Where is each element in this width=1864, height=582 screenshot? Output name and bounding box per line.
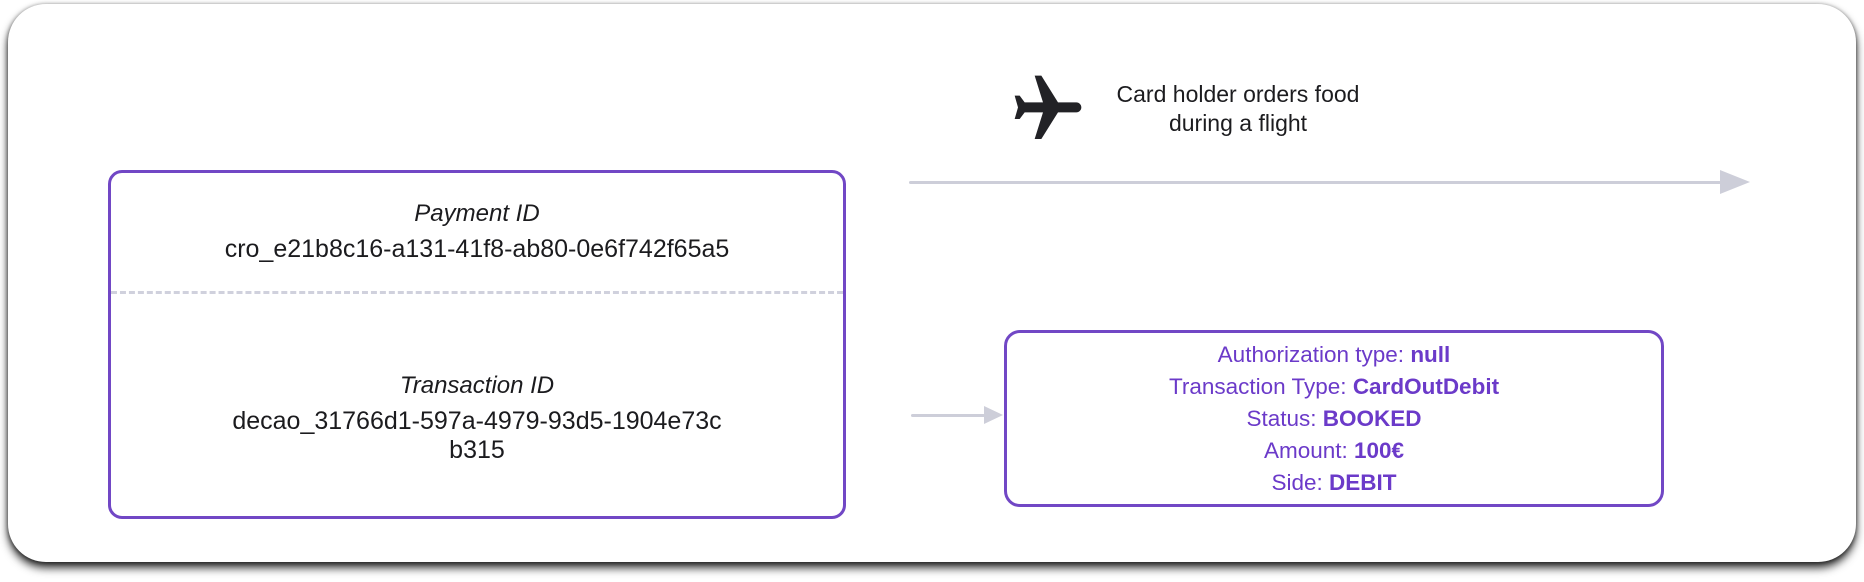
- payment-ids-box: Payment ID cro_e21b8c16-a131-41f8-ab80-0…: [108, 170, 846, 519]
- airplane-icon: [1008, 69, 1088, 149]
- result-transaction-type-value: CardOutDebit: [1352, 373, 1500, 399]
- payment-id-section: Payment ID cro_e21b8c16-a131-41f8-ab80-0…: [111, 173, 843, 291]
- result-side: Side: DEBIT: [1271, 467, 1396, 499]
- transaction-id-value-line2: b315: [449, 435, 505, 464]
- result-status: Status: BOOKED: [1246, 403, 1421, 435]
- transaction-id-value: decao_31766d1-597a-4979-93d5-1904e73c b3…: [232, 407, 721, 465]
- diagram-card: Payment ID cro_e21b8c16-a131-41f8-ab80-0…: [8, 4, 1856, 562]
- flight-caption-line1: Card holder orders food: [1116, 81, 1360, 107]
- payment-id-label: Payment ID: [414, 200, 540, 227]
- flow-arrow-result: [911, 414, 985, 417]
- result-side-label: Side:: [1271, 469, 1323, 495]
- result-status-label: Status:: [1246, 405, 1317, 431]
- result-status-value: BOOKED: [1322, 405, 1422, 431]
- transaction-result-box: Authorization type: null Transaction Typ…: [1004, 330, 1664, 507]
- result-transaction-type-label: Transaction Type:: [1168, 373, 1347, 399]
- result-amount: Amount: 100€: [1264, 435, 1404, 467]
- transaction-id-label: Transaction ID: [399, 371, 555, 399]
- flow-arrow-top: [909, 181, 1721, 184]
- dashed-divider: [111, 291, 843, 294]
- flight-caption-line2: during a flight: [1168, 110, 1308, 136]
- result-amount-label: Amount:: [1263, 437, 1348, 463]
- payment-id-value: cro_e21b8c16-a131-41f8-ab80-0e6f742f65a5: [224, 235, 730, 263]
- transaction-id-value-line1: decao_31766d1-597a-4979-93d5-1904e73c: [232, 406, 722, 435]
- flow-arrow-result-head: [984, 406, 1003, 424]
- result-amount-value: 100€: [1354, 437, 1405, 463]
- result-authorization-type-value: null: [1410, 341, 1451, 367]
- flow-arrow-top-head: [1720, 170, 1750, 194]
- result-transaction-type: Transaction Type: CardOutDebit: [1169, 371, 1499, 403]
- transaction-id-section: Transaction ID decao_31766d1-597a-4979-9…: [111, 294, 843, 516]
- result-side-value: DEBIT: [1329, 469, 1397, 495]
- result-authorization-type: Authorization type: null: [1218, 339, 1451, 371]
- flight-caption: Card holder orders food during a flight: [1063, 80, 1413, 138]
- result-authorization-type-label: Authorization type:: [1217, 341, 1405, 367]
